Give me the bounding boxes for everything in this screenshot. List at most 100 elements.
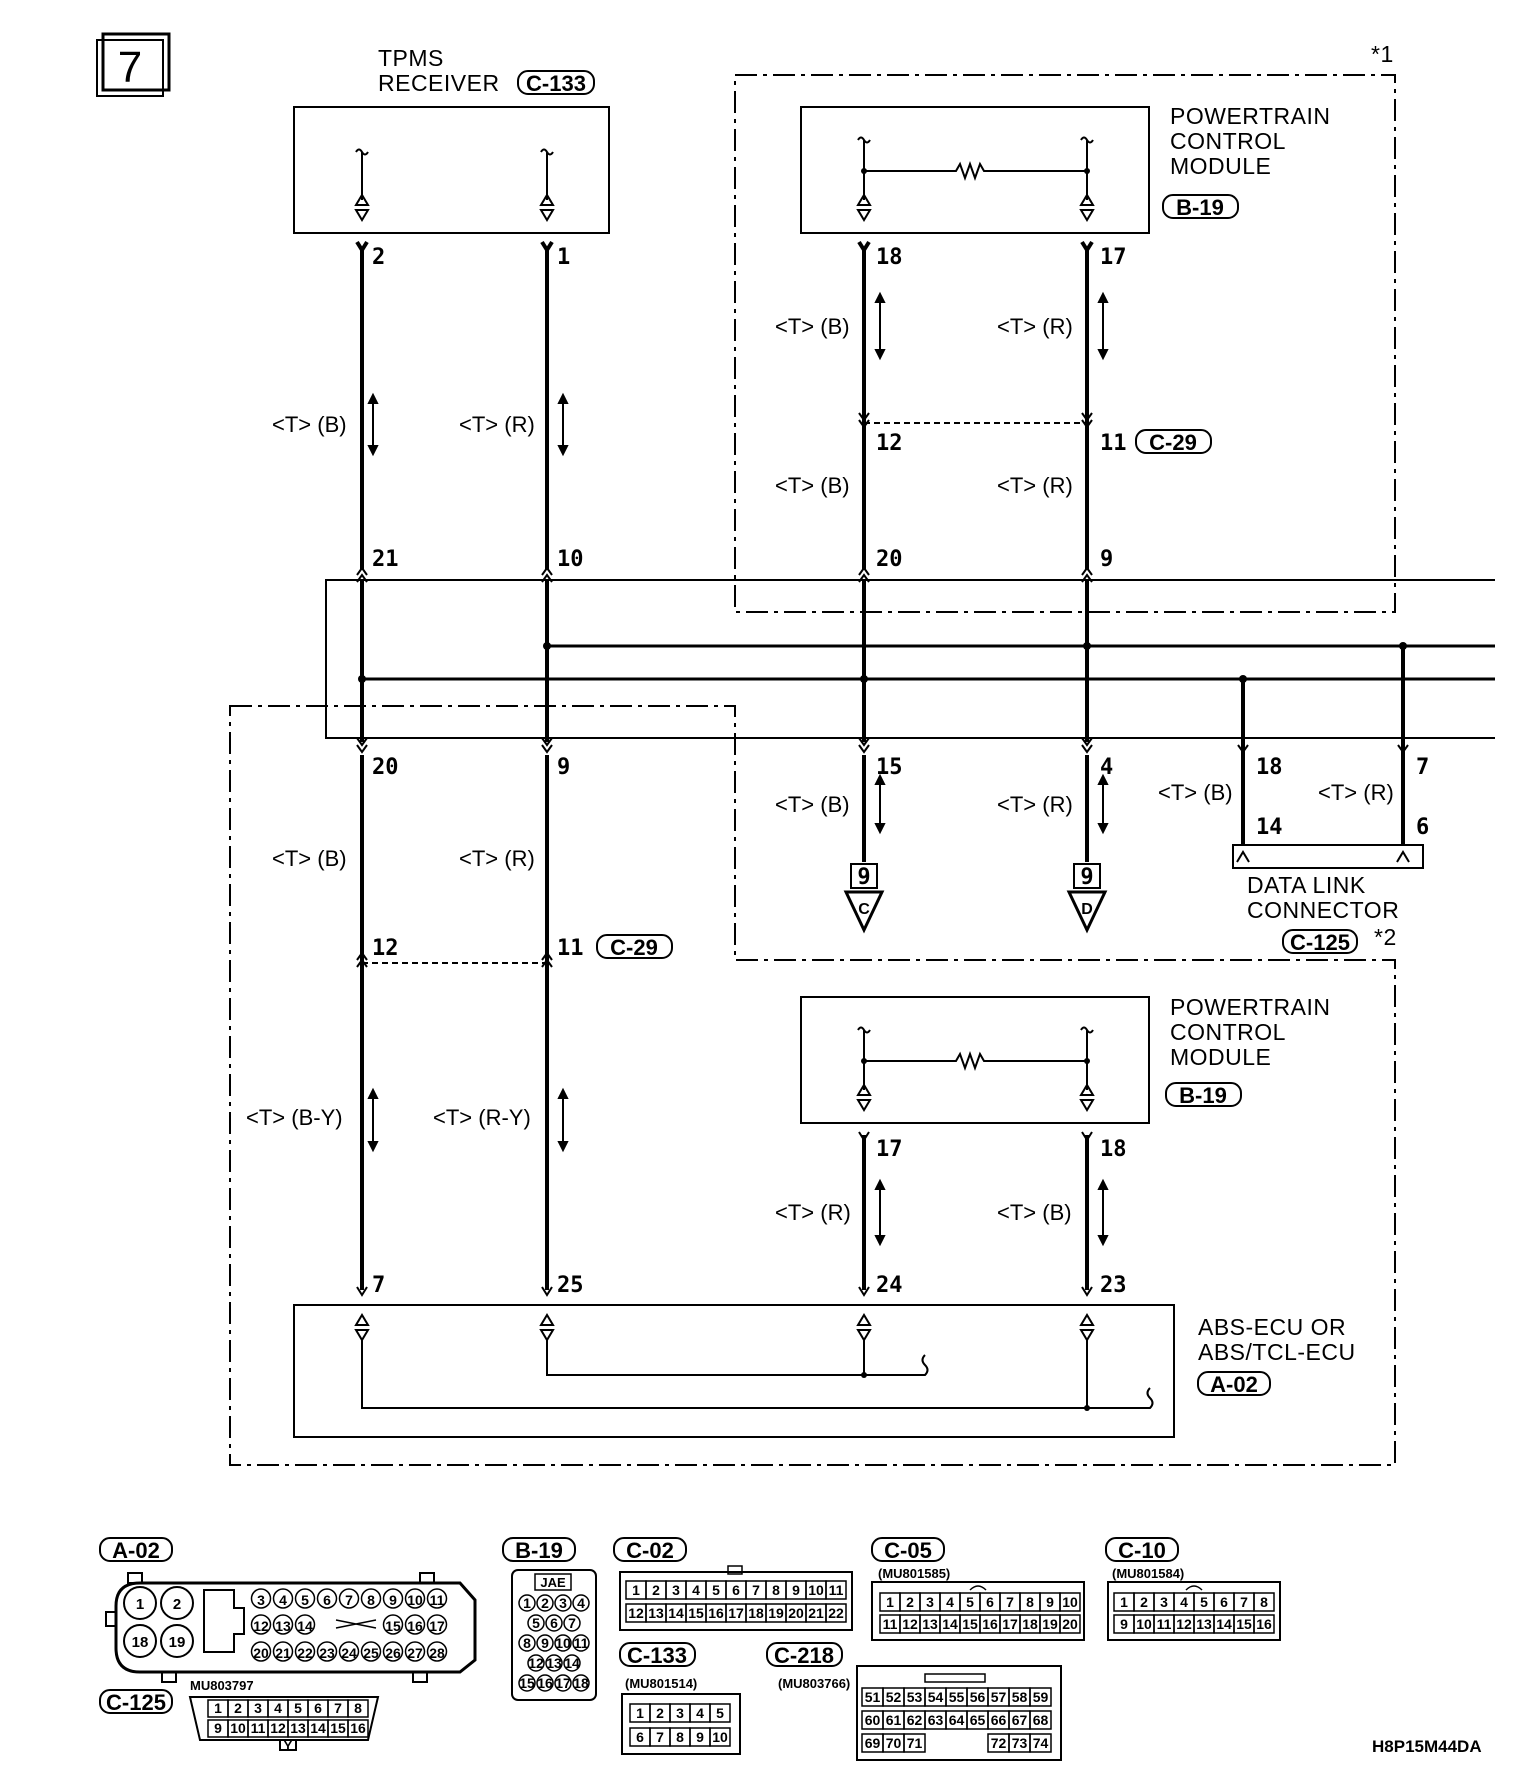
legend-c05-part: (MU801585) xyxy=(878,1566,950,1581)
note-star2: *2 xyxy=(1374,924,1397,950)
legend-b19-id: B-19 xyxy=(515,1538,563,1563)
abs-ecu: 7 25 24 23 ABS-ECU OR ABS/TCL-ECU A-02 xyxy=(293,1273,1355,1438)
a02-pin-outline xyxy=(338,1588,360,1609)
c05-pin-label: 15 xyxy=(962,1616,978,1632)
b19-pin-outline xyxy=(518,1594,536,1612)
offpage-right-letter: D xyxy=(1081,901,1093,918)
c133-pin-label: 10 xyxy=(712,1729,728,1745)
wire-pcm-left-2: <T> (B) xyxy=(775,473,850,498)
a02-pin-outline xyxy=(404,1588,426,1609)
b19-pin-label: 15 xyxy=(519,1675,535,1691)
c02-pin-label: 15 xyxy=(688,1605,704,1621)
c02-pin-label: 4 xyxy=(692,1582,700,1598)
a02-pin-outline xyxy=(426,1641,448,1662)
page-number-box: 7 xyxy=(96,32,171,97)
c02-pin-label: 10 xyxy=(808,1582,824,1598)
upper-pin-10: 10 xyxy=(557,547,584,572)
upper-pin-20: 20 xyxy=(876,547,903,572)
c02-pin-label: 22 xyxy=(828,1605,844,1621)
b19-pin-outline xyxy=(572,1594,590,1612)
c05-pin-outline xyxy=(1059,1614,1081,1634)
pcm-bottom-connector-id: B-19 xyxy=(1179,1083,1227,1108)
c218-pin-label: 54 xyxy=(928,1689,944,1705)
c05-pin-label: 7 xyxy=(1006,1594,1014,1610)
a02-pin-outline xyxy=(426,1588,448,1609)
c218-pin-label: 64 xyxy=(949,1712,965,1728)
b19-pin-outline xyxy=(554,1634,572,1652)
c02-pin-label: 20 xyxy=(788,1605,804,1621)
c218-pin-label: 60 xyxy=(865,1712,881,1728)
c05-pin-label: 6 xyxy=(986,1594,994,1610)
b19-pin-outline xyxy=(536,1634,554,1652)
a02-pin-label: 20 xyxy=(253,1645,269,1661)
c125-pin-label: 8 xyxy=(354,1700,362,1716)
c218-pin-label: 55 xyxy=(949,1689,965,1705)
b19-pin-label: 14 xyxy=(564,1655,580,1671)
c218-pin-outline xyxy=(903,1733,926,1753)
a02-pin-label: 15 xyxy=(385,1618,401,1634)
a02-pin-19: 19 xyxy=(169,1634,186,1651)
dlc-pin-18: 18 xyxy=(1256,755,1283,780)
c218-pin-label: 66 xyxy=(991,1712,1007,1728)
joint-top-pin-12: 12 xyxy=(876,431,903,456)
a02-pin-label: 25 xyxy=(363,1645,379,1661)
b19-pin-outline xyxy=(527,1614,545,1632)
dlc-label-1: DATA LINK xyxy=(1247,872,1366,898)
c218-pin-label: 68 xyxy=(1033,1712,1049,1728)
lower-pin-4: 4 xyxy=(1100,755,1113,780)
c133-pin-label: 2 xyxy=(656,1705,664,1721)
b19-pin-label: 16 xyxy=(537,1675,553,1691)
c10-pin-outline xyxy=(1253,1614,1275,1634)
c125-pin-label: 14 xyxy=(310,1720,326,1736)
legend-a02-id: A-02 xyxy=(112,1538,160,1563)
c02-pin-outline xyxy=(825,1603,847,1623)
a02-pin-outline xyxy=(360,1641,382,1662)
a02-pin-outline xyxy=(250,1588,272,1609)
c05-pin-label: 4 xyxy=(946,1594,954,1610)
legend-c133-part: (MU801514) xyxy=(625,1676,697,1691)
c125-pin-outline xyxy=(347,1699,369,1718)
c218-pin-label: 62 xyxy=(907,1712,923,1728)
c125-pin-label: 5 xyxy=(294,1700,302,1716)
legend-c02-id: C-02 xyxy=(626,1538,674,1563)
c218-pin-outline xyxy=(1029,1710,1052,1730)
a02-pin-outline xyxy=(250,1614,272,1635)
boundary-star1 xyxy=(734,74,1396,613)
upper-pin-21: 21 xyxy=(372,547,399,572)
abs-pin-24: 24 xyxy=(876,1273,903,1298)
wire-dlc-left: <T> (B) xyxy=(1158,780,1233,805)
wire-pcm-right-2: <T> (R) xyxy=(997,473,1073,498)
legend-c133-id: C-133 xyxy=(627,1643,687,1668)
abs-pin-23: 23 xyxy=(1100,1273,1127,1298)
a02-pin-outline xyxy=(382,1641,404,1662)
dlc-pin-6: 6 xyxy=(1416,815,1429,840)
wire-dlc-right: <T> (R) xyxy=(1318,780,1394,805)
c133-pin-label: 6 xyxy=(636,1729,644,1745)
c133-pin-label: 1 xyxy=(636,1705,644,1721)
dlc-connector-id: C-125 xyxy=(1290,930,1350,955)
c133-pin-label: 7 xyxy=(656,1729,664,1745)
c02-pin-label: 3 xyxy=(672,1582,680,1598)
a02-pin-label: 16 xyxy=(407,1618,423,1634)
b19-pin-label: 4 xyxy=(577,1595,585,1611)
c125-pin-label: 4 xyxy=(274,1700,282,1716)
abs-connector-id: A-02 xyxy=(1210,1372,1258,1397)
c02-pin-label: 14 xyxy=(668,1605,684,1621)
b19-pin-outline xyxy=(518,1674,536,1692)
c05-pin-label: 10 xyxy=(1062,1594,1078,1610)
a02-pin-label: 3 xyxy=(257,1592,265,1608)
wire-pcm2-right: <T> (B) xyxy=(997,1200,1072,1225)
c10-pin-label: 13 xyxy=(1196,1616,1212,1632)
a02-pin-label: 7 xyxy=(345,1592,353,1608)
c02-pin-label: 11 xyxy=(829,1582,844,1598)
a02-pin-outline xyxy=(294,1614,316,1635)
c218-pin-label: 59 xyxy=(1033,1689,1049,1705)
b19-pin-label: 13 xyxy=(546,1655,562,1671)
a02-pin-label: 27 xyxy=(407,1645,423,1661)
c218-pin-label: 71 xyxy=(907,1735,923,1751)
dlc-pin-14: 14 xyxy=(1256,815,1283,840)
b19-pin-label: 9 xyxy=(541,1635,549,1651)
